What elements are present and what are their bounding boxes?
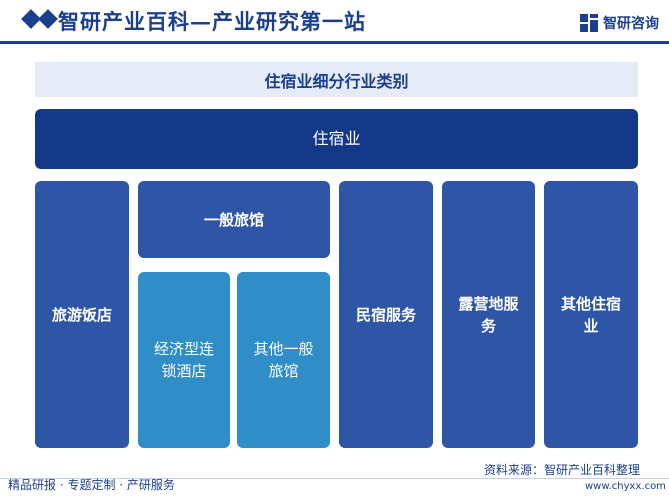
diagram-root-node: 住宿业: [35, 109, 638, 169]
source-note: 资料来源：智研产业百科整理: [484, 463, 641, 477]
category-node-other-accommodation: 其他住宿业: [544, 181, 638, 448]
diagram-title: 住宿业细分行业类别: [35, 62, 638, 97]
brand-name: 智研咨询: [603, 16, 659, 32]
zhiyan-logo-icon: [580, 14, 598, 32]
diamond-icon: [38, 9, 58, 29]
subcategory-node-budget-chain-hotel: 经济型连锁酒店: [138, 272, 230, 448]
footer-url: www.chyxx.com: [585, 481, 666, 492]
subcategory-node-other-general-inn: 其他一般旅馆: [237, 272, 330, 448]
footer-tagline: 精品研报 · 专题定制 · 产研服务: [8, 478, 175, 492]
category-node-homestay: 民宿服务: [339, 181, 433, 448]
category-node-tourist-hotel: 旅游饭店: [35, 181, 129, 448]
category-node-campsite: 露营地服务: [442, 181, 535, 448]
page-title: 智研产业百科—产业研究第一站: [58, 9, 366, 34]
header-divider: [0, 41, 669, 44]
category-node-general-inn: 一般旅馆: [138, 181, 330, 258]
footer-divider: [0, 478, 669, 479]
